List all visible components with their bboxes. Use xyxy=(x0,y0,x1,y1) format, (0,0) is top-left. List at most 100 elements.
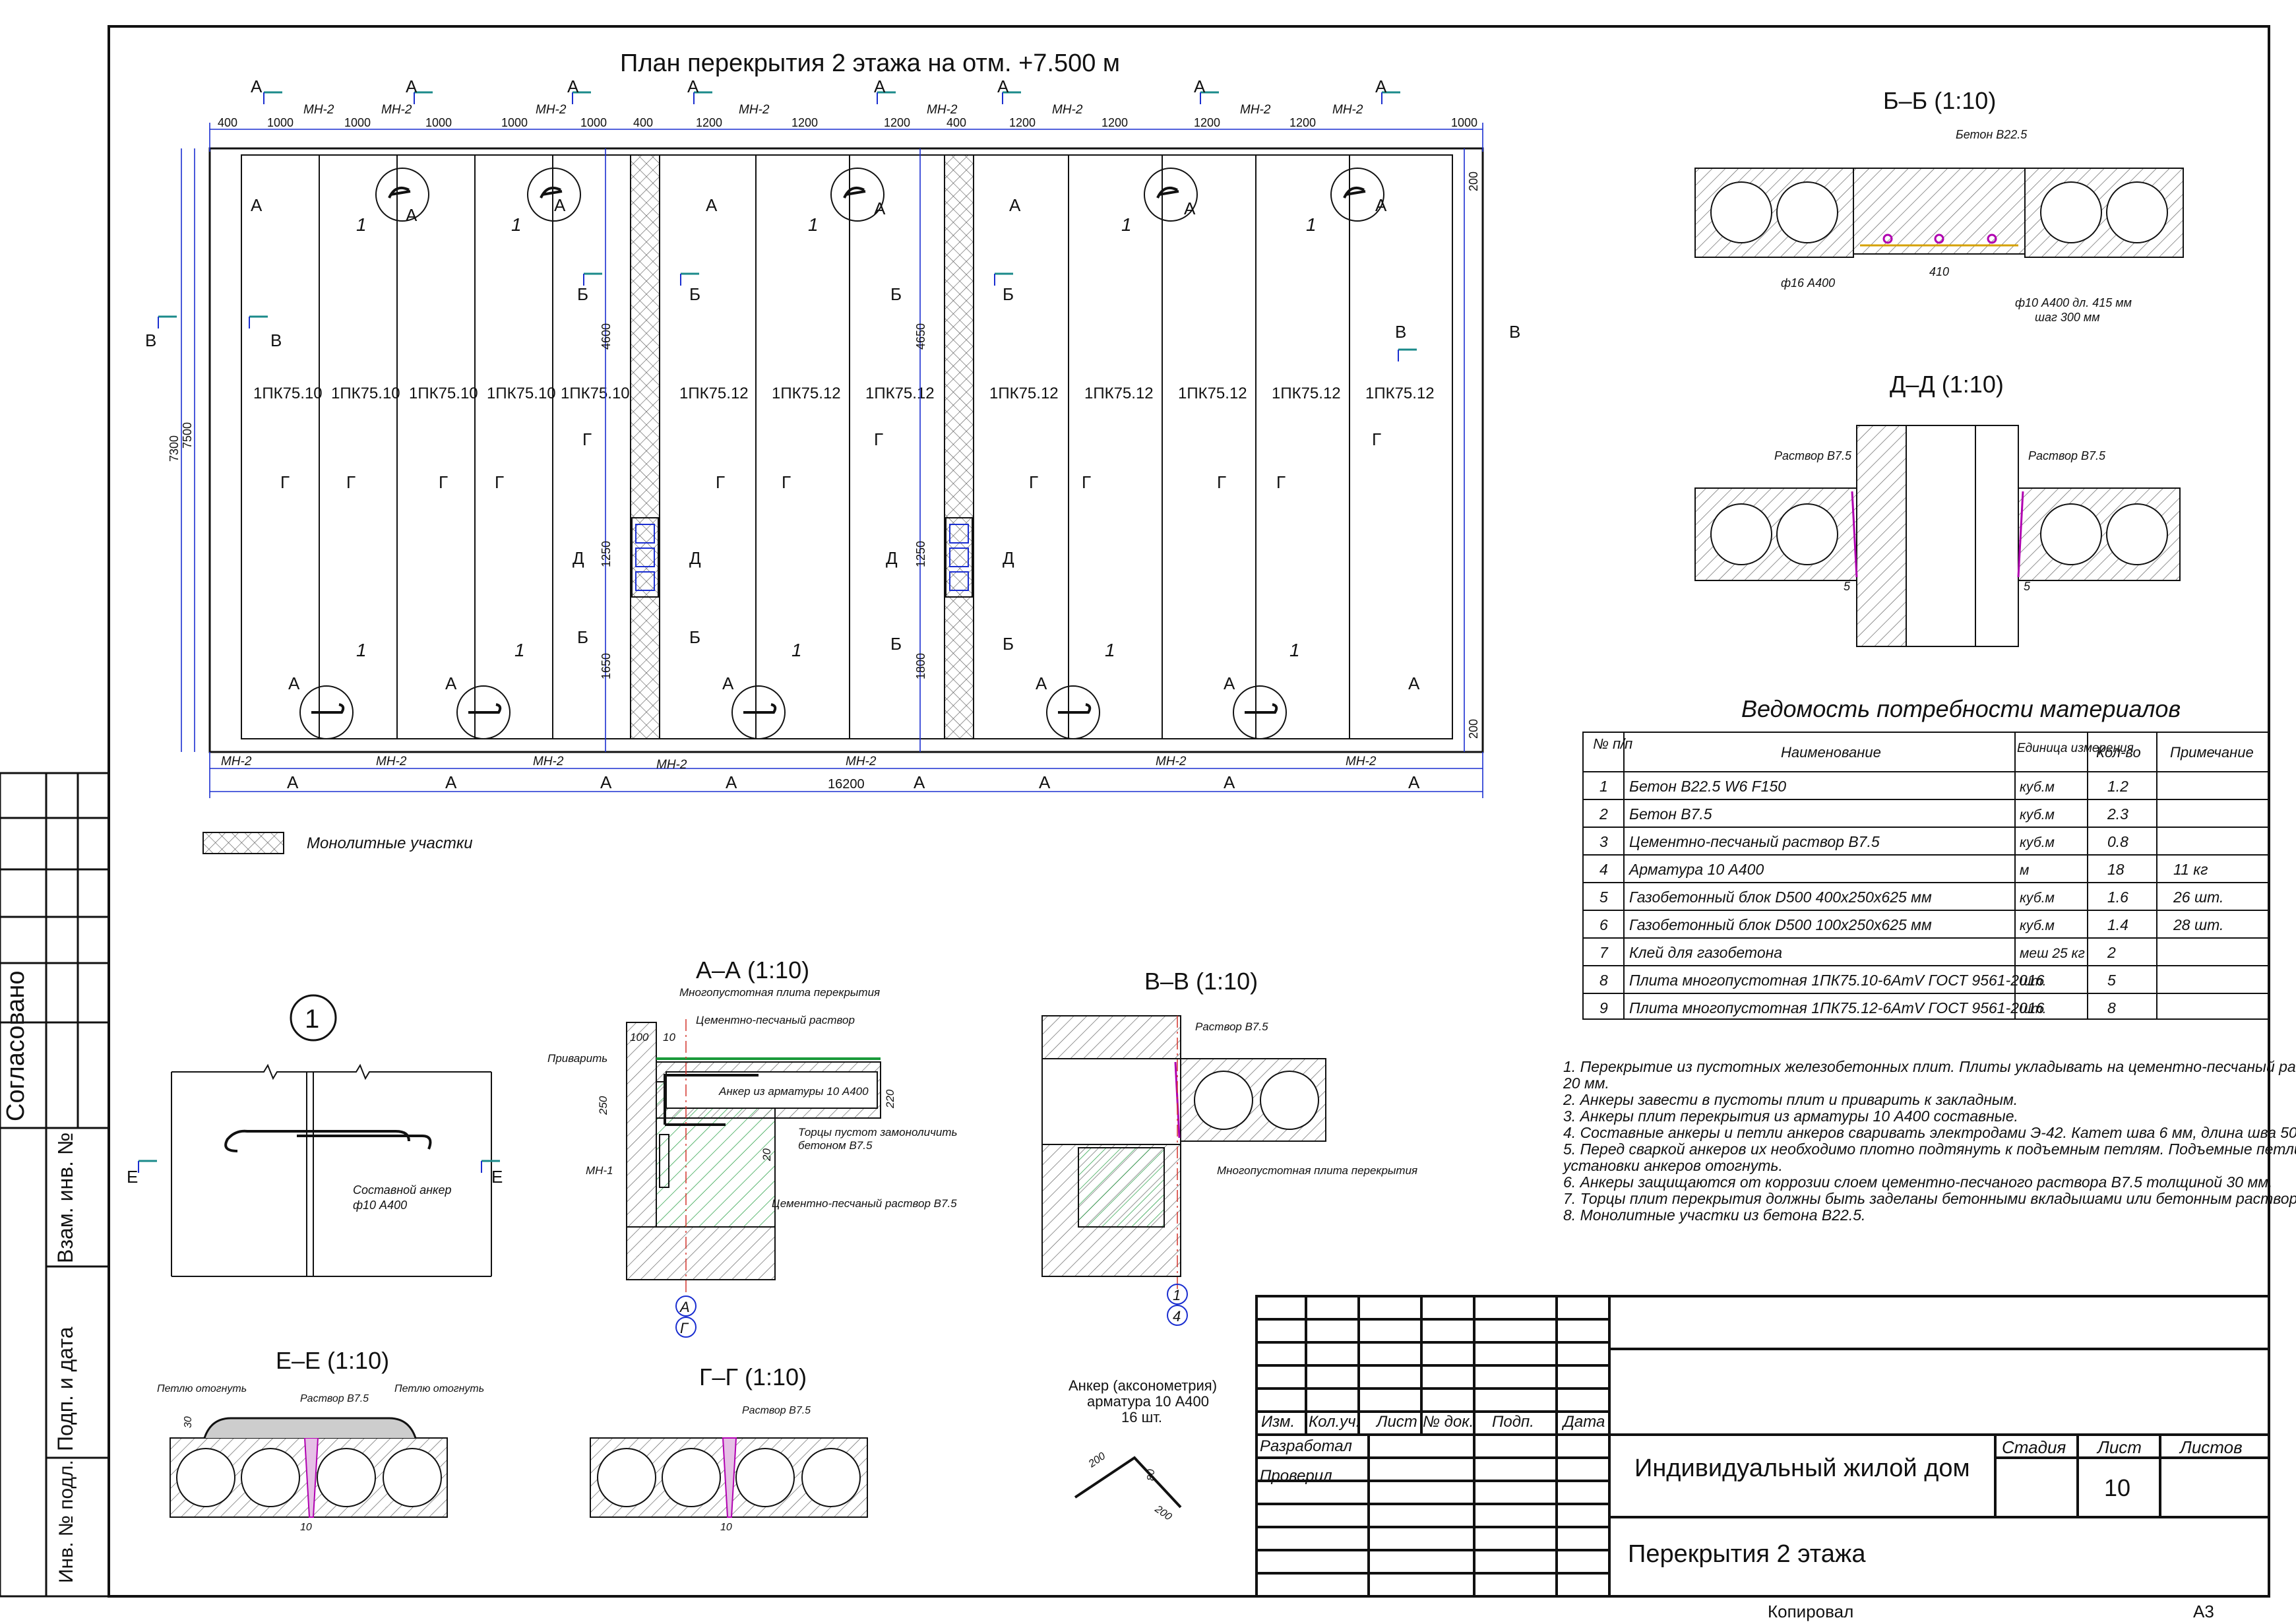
top-dim-15: 1200 xyxy=(1289,116,1316,129)
mark-a-20: А xyxy=(1036,673,1047,693)
top-dim-9: 1200 xyxy=(791,116,818,129)
mark-a-15: А xyxy=(1184,199,1196,218)
mark-v-2: В xyxy=(270,330,282,350)
stamp-col-podp: Подп. xyxy=(1492,1413,1534,1431)
axo-d80: 80 xyxy=(1146,1469,1157,1481)
anchor-num-4: 1 xyxy=(1121,214,1132,235)
materials-cell: 2 xyxy=(2107,944,2116,961)
panel-label-6: 1ПК75.12 xyxy=(679,385,749,402)
side-dimension-lines xyxy=(181,148,1465,752)
top-dim-14: 1200 xyxy=(1194,116,1220,129)
sec-aa-ends: Торцы пустот замоноличить xyxy=(798,1126,957,1139)
mat-head-name: Наименование xyxy=(1781,744,1881,761)
sec-dd-gap-right: 5 xyxy=(2024,580,2031,593)
node1-drawing xyxy=(171,1063,492,1277)
note-line: установки анкеров отогнуть. xyxy=(1562,1157,1783,1174)
stamp-col-kol: Кол.уч. xyxy=(1309,1413,1360,1431)
sec-gg-title: Г–Г (1:10) xyxy=(699,1363,807,1390)
sec-vv-title: В–В (1:10) xyxy=(1144,968,1258,995)
mat-head-note: Примечание xyxy=(2170,744,2254,761)
materials-cell: 0.8 xyxy=(2107,833,2128,850)
stamp-sheet: Лист xyxy=(2096,1437,2142,1457)
note-line: 6. Анкеры защищаются от коррозии слоем ц… xyxy=(1563,1173,2272,1191)
top-mn-1: МН-2 xyxy=(303,103,334,117)
side-sign-date: Подп. и дата xyxy=(53,1327,77,1451)
sec-aa-label1: Многопустотная плита перекрытия xyxy=(679,986,880,999)
bottom-mn-2: МН-2 xyxy=(376,755,407,768)
materials-cell: 1.2 xyxy=(2107,778,2128,795)
sec-dd-title: Д–Д (1:10) xyxy=(1890,371,2004,398)
mark-d-3: Д xyxy=(886,548,898,568)
panel-dividers xyxy=(319,155,1350,739)
sec-ee-loop-right: Петлю отогнуть xyxy=(394,1383,484,1394)
stamp-sheet-no: 10 xyxy=(2104,1474,2130,1501)
materials-cell: 6 xyxy=(1599,916,1608,933)
anchor-num-1: 1 xyxy=(356,214,367,235)
materials-cell: Бетон В7.5 xyxy=(1629,805,1712,823)
sec-vv-axis1: 1 xyxy=(1173,1287,1181,1303)
side-dim-1250a: 1250 xyxy=(600,541,613,567)
note-line: 3. Анкеры плит перекрытия из арматуры 10… xyxy=(1563,1108,2018,1125)
mark-v-3: В xyxy=(1395,322,1406,342)
top-mn-6: МН-2 xyxy=(1052,103,1083,117)
materials-cell: Цементно-песчаный раствор В7.5 xyxy=(1629,833,1880,850)
materials-cell: 26 шт. xyxy=(2173,889,2223,906)
plan-outline xyxy=(208,147,1484,753)
mark-a-3: А xyxy=(567,77,579,96)
mark-a-14: А xyxy=(1009,195,1021,215)
top-dimension-line xyxy=(209,123,1483,152)
stamp-format: А3 xyxy=(2193,1602,2214,1621)
stamp-col-date: Дата xyxy=(1561,1413,1605,1431)
mark-a-25: А xyxy=(600,772,612,792)
sec-dd-drawing xyxy=(1694,425,2181,647)
top-mn-8: МН-2 xyxy=(1332,103,1363,117)
monolith-strip-2 xyxy=(944,154,974,739)
note-line: 5. Перед сваркой анкеров их необходимо п… xyxy=(1563,1140,2296,1158)
top-dim-13: 1200 xyxy=(1101,116,1128,129)
materials-cell: 3 xyxy=(1599,833,1608,850)
monolith-strip-1 xyxy=(630,154,660,739)
sec-bb-rebar10: ф10 А400 дл. 415 мм xyxy=(2015,296,2132,309)
panel-label-5: 1ПК75.10 xyxy=(561,385,630,402)
mark-d-1: Д xyxy=(573,548,584,568)
mark-a-30: А xyxy=(1408,772,1420,792)
height-dim-2: 7500 xyxy=(181,422,194,449)
mark-a-19: А xyxy=(722,673,734,693)
sec-aa-d10: 10 xyxy=(663,1031,675,1044)
top-dim-1: 400 xyxy=(218,116,237,129)
materials-cell: шт. xyxy=(2020,1001,2047,1016)
sec-aa-weld: Приварить xyxy=(547,1052,607,1065)
bottom-mn-5: МН-2 xyxy=(846,755,877,768)
panel-label-3: 1ПК75.10 xyxy=(409,385,478,402)
materials-cell: 7 xyxy=(1599,944,1609,961)
axo-d200a: 200 xyxy=(1086,1451,1108,1470)
mark-a-6: А xyxy=(997,77,1009,96)
sec-bb-width: 410 xyxy=(1929,265,1949,278)
mat-head-qty: Кол-во xyxy=(2096,744,2141,761)
mark-b-5: Б xyxy=(577,627,588,647)
anchor-num-2: 1 xyxy=(511,214,522,235)
side-dim-1650: 1650 xyxy=(600,653,613,679)
mark-b-2: Б xyxy=(689,284,700,304)
panel-label-13: 1ПК75.12 xyxy=(1365,385,1435,402)
mark-v-4: В xyxy=(1509,322,1520,342)
anchor-circles xyxy=(299,168,1384,739)
height-dim-1: 7300 xyxy=(168,435,181,462)
mark-g-4: Г xyxy=(495,472,504,492)
side-dim-200a: 200 xyxy=(1467,172,1480,191)
top-dim-10: 1200 xyxy=(884,116,910,129)
note-line: 1. Перекрытие из пустотных железобетонны… xyxy=(1563,1058,2296,1075)
sec-aa-drawing xyxy=(626,1019,881,1293)
materials-cell: Арматура 10 А400 xyxy=(1628,861,1764,878)
mark-g-2: Г xyxy=(346,472,356,492)
mark-a-21: А xyxy=(1224,673,1235,693)
sec-aa-ends2: бетоном В7.5 xyxy=(798,1139,873,1152)
materials-cell: Газобетонный блок D500 400х250х625 мм xyxy=(1629,889,1932,906)
sec-gg-drawing xyxy=(590,1437,868,1518)
mark-a-10: А xyxy=(406,205,418,225)
note-line: 8. Монолитные участки из бетона В22.5. xyxy=(1563,1206,1865,1224)
materials-title: Ведомость потребности материалов xyxy=(1741,695,2181,722)
axo-line2: арматура 10 А400 xyxy=(1087,1393,1209,1410)
anchor-num-3: 1 xyxy=(808,214,819,235)
